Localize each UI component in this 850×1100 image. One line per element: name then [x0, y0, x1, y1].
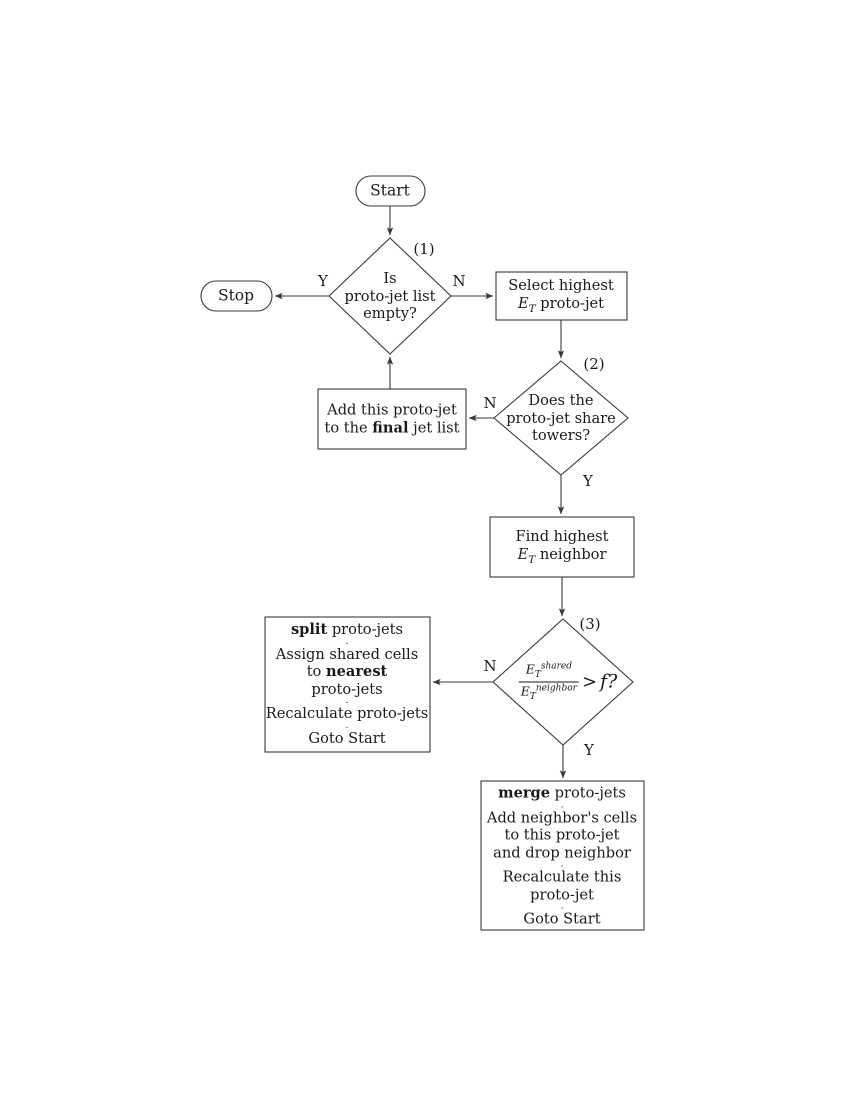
- node-select-highest-shape: [495, 271, 628, 321]
- merge-line2: Add neighbor's cells: [486, 808, 638, 826]
- find-neighbor-line2: ET neighbor: [517, 545, 607, 566]
- node-merge-shape: [480, 780, 645, 931]
- decision2-line1: Does the: [528, 391, 594, 409]
- decision1-line3: empty?: [363, 304, 417, 322]
- node-decision1-label: Is proto-jet list empty?: [344, 270, 435, 323]
- fraction-denominator: ETneighbor: [520, 683, 577, 703]
- node-split-label: split proto-jets . Assign shared cells t…: [266, 621, 428, 747]
- node-select-highest-label: Select highest ET proto-jet: [508, 277, 613, 315]
- merge-line3: to this proto-jet: [504, 826, 620, 844]
- split-line5: Recalculate proto-jets: [265, 705, 429, 722]
- merge-line7: Goto Start: [523, 910, 601, 928]
- decision3-step-number: (3): [579, 615, 601, 633]
- split-separator-1: .: [345, 636, 349, 647]
- node-add-final-label: Add this proto-jet to the final jet list: [324, 402, 459, 437]
- split-separator-2: .: [345, 696, 349, 706]
- greater-than-symbol: >: [581, 671, 598, 693]
- threshold-symbol: f?: [600, 670, 618, 693]
- decision3-yes-label: Y: [584, 741, 594, 759]
- node-find-neighbor-shape: [489, 516, 635, 578]
- decision1-line1: Is: [383, 269, 397, 287]
- select-highest-line2: ET proto-jet: [517, 294, 605, 315]
- et-symbol: ET: [517, 545, 536, 566]
- merge-line1: merge proto-jets: [498, 784, 626, 802]
- split-line3: to nearest: [306, 663, 388, 680]
- node-split-shape: [264, 616, 431, 753]
- node-add-final-shape: [317, 388, 467, 450]
- find-neighbor-line1: Find highest: [515, 527, 609, 545]
- node-decision3-label: ETshared ETneighbor >f?: [518, 662, 618, 703]
- merge-separator-2: .: [560, 859, 564, 870]
- merge-separator-1: .: [560, 799, 564, 810]
- decision1-no-label: N: [452, 272, 466, 290]
- split-separator-3: .: [345, 720, 349, 731]
- decision2-line3: towers?: [531, 426, 591, 444]
- et-ratio-fraction: ETshared ETneighbor: [518, 662, 579, 703]
- et-symbol: ET: [517, 294, 536, 315]
- node-decision1-shape: [328, 237, 452, 355]
- split-line2: Assign shared cells: [275, 645, 419, 663]
- add-final-bold: final: [372, 419, 409, 436]
- decision2-line2: proto-jet share: [506, 409, 616, 427]
- fraction-numerator: ETshared: [518, 662, 579, 683]
- split-line4: proto-jets: [311, 680, 383, 698]
- node-merge-label: merge proto-jets . Add neighbor's cells …: [487, 784, 637, 928]
- decision2-no-label: N: [483, 394, 497, 412]
- decision2-yes-label: Y: [583, 472, 593, 490]
- node-start-label: Start: [370, 181, 410, 200]
- decision2-step-number: (2): [583, 355, 605, 373]
- node-stop-shape: [200, 280, 273, 312]
- decision1-step-number: (1): [413, 240, 435, 258]
- merge-line4: and drop neighbor: [493, 843, 631, 861]
- node-decision2-label: Does the proto-jet share towers?: [506, 392, 616, 445]
- add-final-line1: Add this proto-jet: [327, 401, 457, 419]
- select-highest-line1: Select highest: [508, 276, 614, 294]
- decision1-line2: proto-jet list: [344, 287, 436, 305]
- add-final-line2: to the final jet list: [324, 419, 460, 436]
- decision3-no-label: N: [483, 657, 497, 675]
- split-line1: split proto-jets: [290, 621, 404, 638]
- node-stop-label: Stop: [217, 286, 255, 305]
- merge-line5: Recalculate this: [502, 868, 622, 886]
- decision1-yes-label: Y: [318, 272, 328, 290]
- merge-separator-3: .: [560, 901, 564, 912]
- split-line6: Goto Start: [308, 729, 386, 747]
- merge-line6: proto-jet: [530, 885, 594, 903]
- node-find-neighbor-label: Find highest ET neighbor: [516, 528, 609, 566]
